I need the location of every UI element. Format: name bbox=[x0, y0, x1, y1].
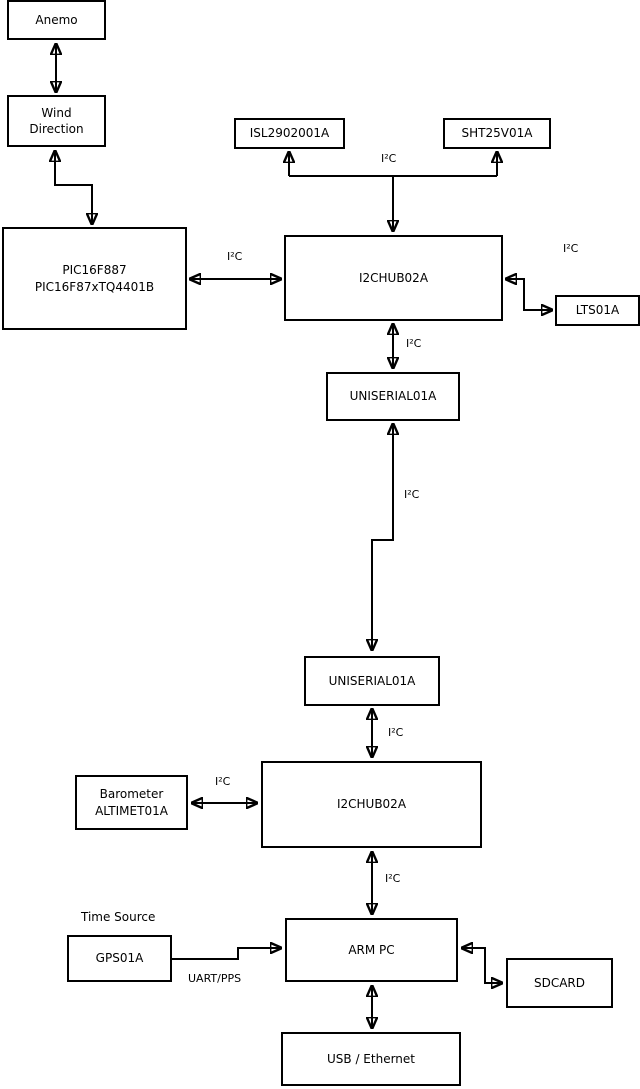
wire-uniup-unilo bbox=[372, 424, 393, 650]
wire-hubtop-lts bbox=[506, 279, 552, 310]
edge-label-i2c-hub-armpc: I²C bbox=[385, 872, 401, 885]
node-i2chub02a-top[interactable]: I2CHUB02A bbox=[284, 235, 503, 321]
edge-label-i2c-lts: I²C bbox=[563, 242, 579, 255]
edge-label-i2c-hub-uniserial: I²C bbox=[406, 337, 422, 350]
node-i2chub02a-bottom[interactable]: I2CHUB02A bbox=[261, 761, 482, 848]
node-sdcard[interactable]: SDCARD bbox=[506, 958, 613, 1008]
edge-label-i2c-pic-hub: I²C bbox=[227, 250, 243, 263]
node-pic-microcontroller[interactable]: PIC16F887 PIC16F87xTQ4401B bbox=[2, 227, 187, 330]
node-wind-direction[interactable]: Wind Direction bbox=[7, 95, 106, 147]
node-anemo[interactable]: Anemo bbox=[7, 0, 106, 40]
wire-armpc-sdcard bbox=[462, 948, 502, 983]
wire-wind-pic bbox=[55, 151, 92, 224]
node-barometer-altimet01a[interactable]: Barometer ALTIMET01A bbox=[75, 775, 188, 830]
node-usb-ethernet[interactable]: USB / Ethernet bbox=[281, 1032, 461, 1086]
edge-label-uart-pps: UART/PPS bbox=[188, 972, 242, 985]
edge-label-i2c-uniserial-uniserial: I²C bbox=[404, 488, 420, 501]
wire-gps-armpc bbox=[172, 948, 281, 960]
node-uniserial01a-upper[interactable]: UNISERIAL01A bbox=[326, 372, 460, 421]
node-isl2902001a[interactable]: ISL2902001A bbox=[234, 118, 345, 149]
edge-label-i2c-barometer: I²C bbox=[215, 775, 231, 788]
node-gps01a[interactable]: GPS01A bbox=[67, 935, 172, 982]
node-arm-pc[interactable]: ARM PC bbox=[285, 918, 458, 982]
label-time-source: Time Source bbox=[81, 910, 156, 924]
node-lts01a[interactable]: LTS01A bbox=[555, 295, 640, 326]
edge-label-i2c-uniserial-hub: I²C bbox=[388, 726, 404, 739]
node-uniserial01a-lower[interactable]: UNISERIAL01A bbox=[304, 656, 440, 706]
node-sht25v01a[interactable]: SHT25V01A bbox=[443, 118, 551, 149]
edge-label-i2c-sensors: I²C bbox=[381, 152, 397, 165]
